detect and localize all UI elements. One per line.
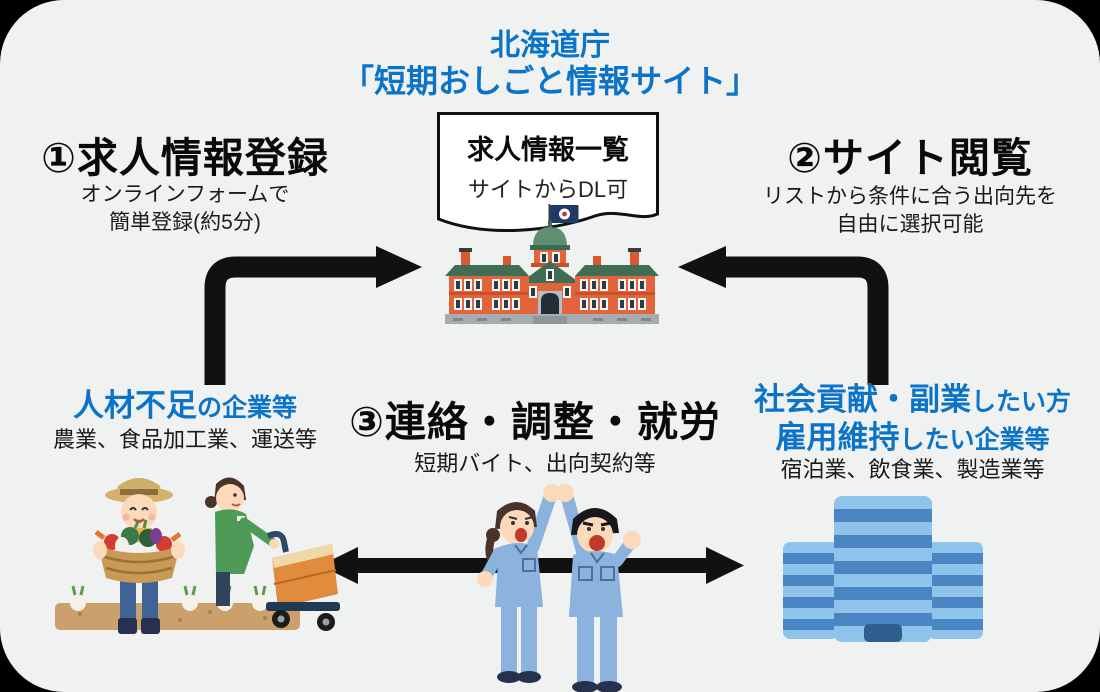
- arrow-up-left-icon: [678, 246, 889, 385]
- farmer-figure: [93, 478, 185, 634]
- page-title-site: 「短期おしごと情報サイト」: [341, 63, 758, 99]
- office-entrance: [864, 624, 902, 642]
- worker-woman-figure: [477, 484, 561, 683]
- group-right-line1-rest: したい方: [970, 388, 1071, 416]
- office-right-wing: [928, 542, 983, 639]
- step1-heading: ①求人情報登録: [41, 135, 329, 181]
- group-right-line2: 雇用維持したい企業等: [740, 412, 1085, 457]
- job-list-callout: 求人情報一覧 サイトからDL可: [437, 112, 659, 205]
- step2-subtext-1: リストから条件に合う出向先を: [763, 185, 1057, 208]
- callout-line2: サイトからDL可: [467, 177, 629, 202]
- page-title-org: 北海道庁: [490, 29, 610, 62]
- group-right-subtext: 宿泊業、飲食業、製造業等: [780, 457, 1045, 482]
- government-building-illustration: [445, 204, 659, 324]
- step3-subtext: 短期バイト、出向契約等: [414, 451, 656, 476]
- group-right-line1-em: 社会貢献・副業: [753, 382, 971, 417]
- group-right-line2-em: 雇用維持: [775, 420, 900, 455]
- group-left-label-em: 人材不足: [72, 388, 197, 423]
- flag-icon: [548, 204, 579, 236]
- office-building-illustration: [783, 496, 983, 642]
- step2-heading: ②サイト閲覧: [787, 135, 1033, 181]
- arrow-up-right-icon: [204, 246, 422, 385]
- group-left-label-rest: の企業等: [196, 394, 297, 422]
- cheering-workers-illustration: [477, 484, 641, 692]
- group-left-subtext: 農業、食品加工業、運送等: [52, 427, 317, 452]
- worker-with-cart-illustration: [205, 477, 340, 631]
- step2-subtext-2: 自由に選択可能: [836, 213, 984, 236]
- group-left-label: 人材不足の企業等: [25, 380, 345, 425]
- farmer-with-vegetables-illustration: [55, 477, 340, 634]
- office-left-wing: [783, 542, 838, 639]
- worker-man-figure: [556, 484, 641, 692]
- callout-wavy-edge: [437, 205, 659, 232]
- callout-line1: 求人情報一覧: [467, 135, 629, 165]
- office-center-tower: [834, 496, 932, 642]
- step1-subtext-1: オンラインフォームで: [80, 183, 290, 206]
- group-right-line1: 社会貢献・副業したい方: [740, 374, 1085, 419]
- group-right-line2-rest: したい企業等: [899, 426, 1050, 454]
- step1-subtext-2: 簡単登録(約5分): [109, 211, 261, 234]
- step3-heading: ③連絡・調整・就労: [349, 399, 721, 445]
